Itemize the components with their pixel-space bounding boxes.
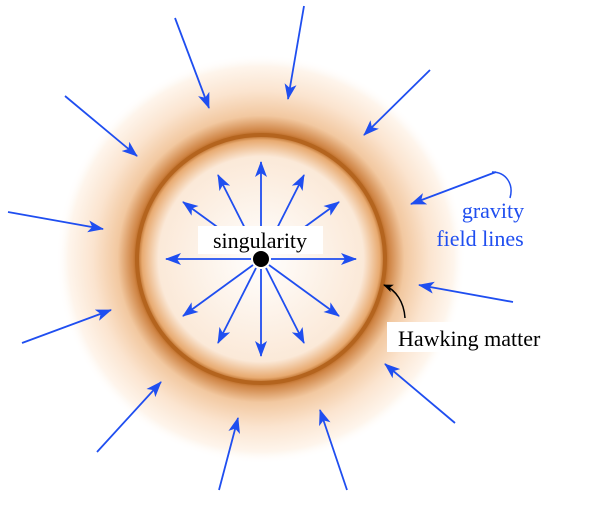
field-line-outer: [410, 171, 497, 205]
singularity-label-bg: [198, 226, 323, 254]
field-line-outer: [218, 417, 240, 491]
singularity-dot: [253, 251, 269, 267]
field-line-outer: [21, 309, 112, 344]
field-line-inner: [268, 264, 340, 317]
field-line-outer: [174, 17, 210, 109]
field-line-inner: [265, 267, 305, 344]
gravity-label-pointer: [491, 171, 512, 199]
hawking-label-pointer: [383, 284, 406, 319]
field-line-outer: [363, 69, 431, 136]
field-line-inner: [217, 267, 257, 344]
gravity-label-line2: field lines: [436, 226, 523, 251]
field-line-outer: [64, 95, 138, 157]
field-line-outer: [384, 363, 456, 424]
field-line-outer: [284, 5, 305, 100]
hawking-label-bg: [387, 322, 587, 352]
hawking-matter-shell: [135, 133, 387, 385]
field-line-outer: [418, 281, 514, 303]
field-line-outer: [7, 211, 104, 233]
singularity-label: singularity: [213, 228, 307, 253]
gravity-label-line1: gravity: [462, 198, 524, 223]
hawking-label: Hawking matter: [398, 326, 541, 351]
field-line-inner: [182, 264, 254, 317]
field-line-outer: [96, 381, 162, 453]
outer-field-lines: [7, 5, 514, 491]
field-line-outer: [319, 409, 348, 491]
